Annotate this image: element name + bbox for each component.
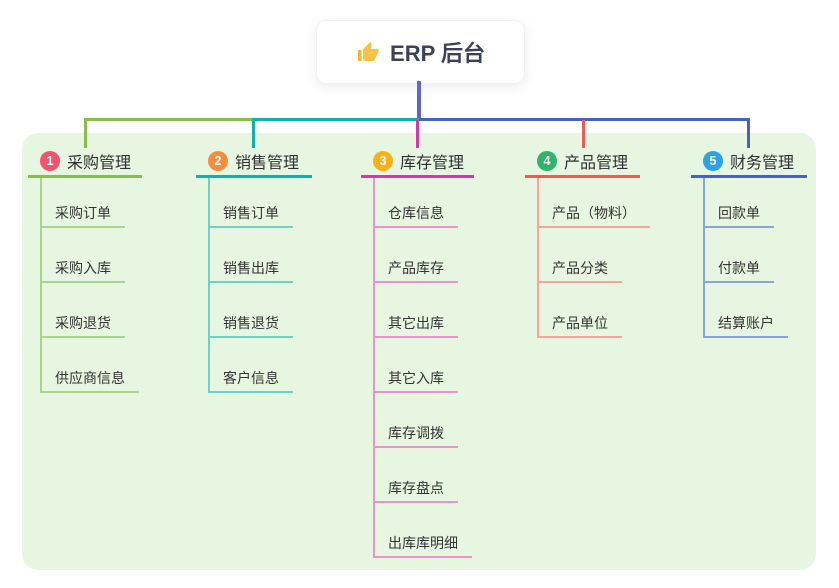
branch-header[interactable]: 5 财务管理 xyxy=(691,147,807,178)
branch-number-badge: 3 xyxy=(373,151,393,171)
branch-connector-drop xyxy=(84,118,87,148)
branch-children-line xyxy=(703,178,705,338)
branch-number-badge: 4 xyxy=(537,151,557,171)
child-node[interactable]: 付款单 xyxy=(703,257,774,283)
branch-inventory: 3 库存管理 仓库信息 产品库存 其它出库 其它入库 库存调拨 库存盘点 出库库… xyxy=(361,147,474,558)
root-node[interactable]: ERP 后台 xyxy=(316,20,525,84)
child-node[interactable]: 回款单 xyxy=(703,202,774,228)
branch-finance: 5 财务管理 回款单 付款单 结算账户 xyxy=(691,147,807,338)
branch-connector-h xyxy=(252,118,419,121)
child-node[interactable]: 销售退货 xyxy=(208,312,293,338)
child-node[interactable]: 库存盘点 xyxy=(373,477,458,503)
child-node[interactable]: 采购入库 xyxy=(40,257,125,283)
branch-children-line xyxy=(40,178,42,393)
child-node[interactable]: 采购退货 xyxy=(40,312,125,338)
branch-connector-drop xyxy=(252,118,255,148)
branch-header[interactable]: 4 产品管理 xyxy=(525,147,640,178)
branch-number-badge: 2 xyxy=(208,151,228,171)
branch-header[interactable]: 3 库存管理 xyxy=(361,147,474,178)
child-node[interactable]: 其它入库 xyxy=(373,367,458,393)
branch-number-badge: 1 xyxy=(40,151,60,171)
child-node[interactable]: 出库库明细 xyxy=(373,532,472,558)
child-node[interactable]: 产品分类 xyxy=(537,257,622,283)
root-title: ERP 后台 xyxy=(390,41,485,66)
branch-header[interactable]: 1 采购管理 xyxy=(28,147,142,178)
root-connector xyxy=(417,81,421,121)
branch-label: 财务管理 xyxy=(730,155,795,172)
child-node[interactable]: 销售订单 xyxy=(208,202,293,228)
branch-header[interactable]: 2 销售管理 xyxy=(196,147,312,178)
branch-connector-drop xyxy=(747,118,750,148)
child-node[interactable]: 产品单位 xyxy=(537,312,622,338)
child-node[interactable]: 其它出库 xyxy=(373,312,458,338)
branch-label: 销售管理 xyxy=(235,155,300,172)
branch-children-line xyxy=(373,178,375,558)
child-node[interactable]: 产品（物料） xyxy=(537,202,650,228)
branch-connector-drop xyxy=(582,120,585,148)
branch-product: 4 产品管理 产品（物料） 产品分类 产品单位 xyxy=(525,147,650,338)
child-node[interactable]: 仓库信息 xyxy=(373,202,458,228)
child-node[interactable]: 供应商信息 xyxy=(40,367,139,393)
background-panel xyxy=(22,133,816,570)
branch-label: 库存管理 xyxy=(400,155,465,172)
child-node[interactable]: 结算账户 xyxy=(703,312,788,338)
branch-number-badge: 5 xyxy=(703,151,723,171)
branch-connector-h xyxy=(419,118,749,121)
branch-sales: 2 销售管理 销售订单 销售出库 销售退货 客户信息 xyxy=(196,147,312,393)
branch-children-line xyxy=(208,178,210,393)
child-node[interactable]: 采购订单 xyxy=(40,202,125,228)
branch-connector-drop xyxy=(416,120,419,148)
branch-connector-h xyxy=(85,118,254,121)
child-node[interactable]: 客户信息 xyxy=(208,367,293,393)
branch-label: 采购管理 xyxy=(67,155,132,172)
child-node[interactable]: 产品库存 xyxy=(373,257,458,283)
child-node[interactable]: 库存调拨 xyxy=(373,422,458,448)
branch-purchase: 1 采购管理 采购订单 采购入库 采购退货 供应商信息 xyxy=(28,147,142,393)
thumbs-up-icon xyxy=(358,42,380,61)
branch-label: 产品管理 xyxy=(564,155,629,172)
branch-children-line xyxy=(537,178,539,338)
child-node[interactable]: 销售出库 xyxy=(208,257,293,283)
